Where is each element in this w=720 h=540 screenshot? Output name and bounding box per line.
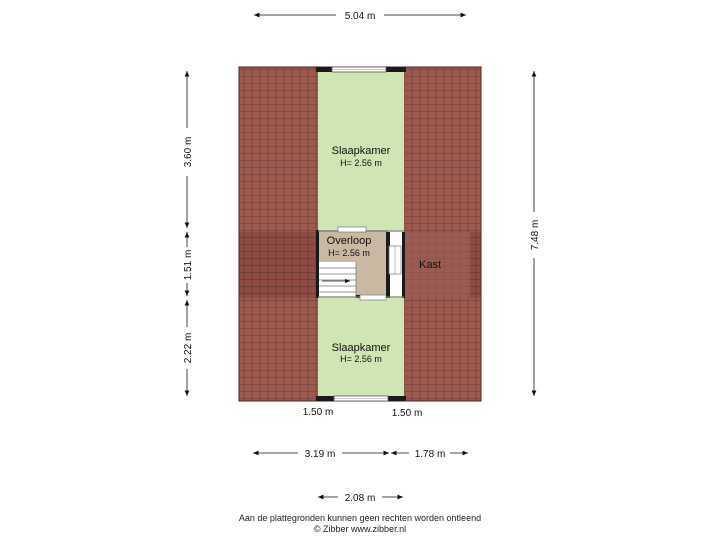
door-bottom-bedroom xyxy=(359,294,387,301)
closet-name: Kast xyxy=(419,259,441,271)
dim-bottom-lines xyxy=(253,450,468,500)
dim-window-left-label: 1.50 m xyxy=(303,407,334,418)
bedroom-bottom-name: Slaapkamer xyxy=(332,342,391,354)
dim-top-label: 5.04 m xyxy=(345,11,376,22)
landing-height: H= 2.56 m xyxy=(328,248,370,258)
door-top-bedroom xyxy=(337,226,367,233)
footer-disclaimer: Aan de plattegronden kunnen geen rechten… xyxy=(238,513,482,523)
dim-bottom-extra-label: 2.08 m xyxy=(345,493,376,504)
dim-left-bottom-label: 2.22 m xyxy=(183,333,194,364)
door-closet xyxy=(388,245,402,275)
bedroom-bottom-height: H= 2.56 m xyxy=(340,354,382,364)
dim-bottom-right-label: 1.78 m xyxy=(415,449,446,460)
dim-right-label: 7.48 m xyxy=(530,220,541,251)
staircase xyxy=(318,262,357,298)
bedroom-top-name: Slaapkamer xyxy=(332,145,391,157)
window-top xyxy=(331,66,387,73)
roof-left xyxy=(239,67,318,401)
dim-left-top-label: 3.60 m xyxy=(183,137,194,168)
window-bottom xyxy=(333,395,389,402)
landing-name: Overloop xyxy=(327,235,372,247)
bedroom-top-area xyxy=(318,70,404,230)
footer-copyright: © Zibber www.zibber.nl xyxy=(313,524,407,534)
dim-window-right-label: 1.50 m xyxy=(392,408,423,419)
dim-left-middle-label: 1.51 m xyxy=(183,250,194,281)
bedroom-bottom-area xyxy=(318,298,404,398)
closet-area xyxy=(404,232,470,298)
bedroom-top-height: H= 2.56 m xyxy=(340,158,382,168)
dim-bottom-left-label: 3.19 m xyxy=(305,449,336,460)
